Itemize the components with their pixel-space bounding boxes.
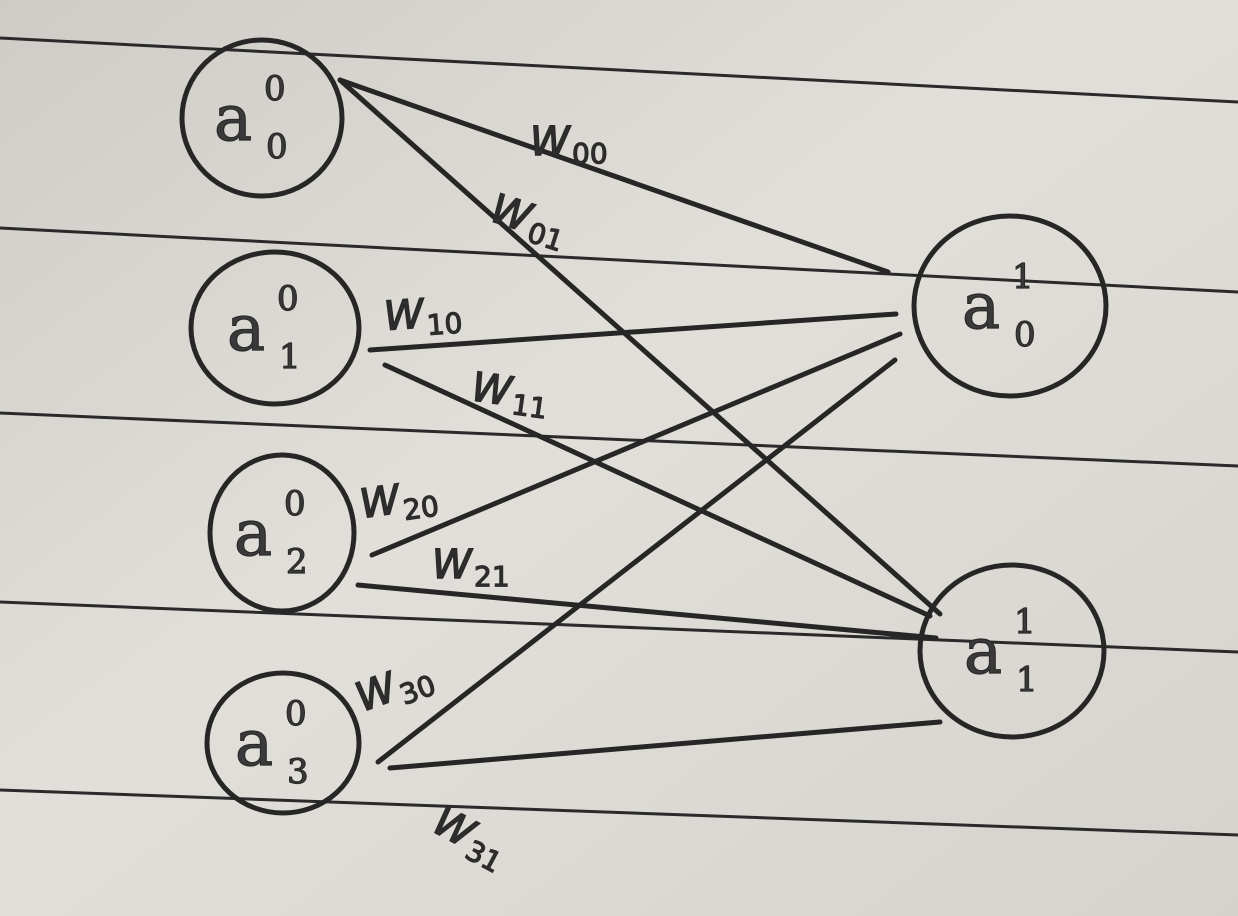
weight-index: 00	[572, 137, 608, 170]
neuron-circle	[179, 37, 345, 199]
ruled-line	[0, 226, 1238, 294]
neuron-layer-index: 1	[1014, 602, 1036, 642]
neuron-unit-index: 0	[1014, 315, 1036, 355]
neuron-unit-index: 1	[1016, 660, 1038, 700]
neuron-letter: a	[227, 292, 265, 366]
neuron-circle	[917, 562, 1107, 740]
weight-index: 20	[401, 489, 441, 527]
neuron-unit-index: 3	[287, 752, 309, 792]
neuron-circle	[911, 213, 1109, 399]
neuron-circle	[188, 249, 362, 407]
weight-letter: W	[357, 477, 404, 528]
ruled-line	[0, 600, 1238, 654]
neuron-layer-index: 0	[285, 694, 307, 734]
ruled-lines	[0, 36, 1238, 837]
edge-w21	[355, 582, 939, 641]
weight-label-w20: W20	[356, 476, 441, 529]
weight-label-w11: W11	[468, 364, 550, 427]
neuron-layer-index: 0	[284, 484, 306, 524]
edge-w30	[375, 357, 898, 765]
edge-w11	[382, 362, 933, 619]
neuron-circle	[204, 670, 362, 816]
weight-letter: W	[382, 291, 426, 340]
neuron-unit-index: 0	[266, 127, 288, 167]
weight-letter: W	[530, 119, 571, 165]
ruled-line	[0, 411, 1238, 468]
connections	[337, 77, 943, 771]
weight-letter: W	[469, 364, 516, 415]
edge-w20	[369, 331, 903, 558]
neuron-circle	[207, 452, 357, 614]
neuron-layer-index: 0	[264, 69, 286, 109]
weight-index: 11	[510, 388, 550, 426]
weight-index: 10	[426, 307, 464, 342]
ruled-line	[0, 36, 1238, 104]
edge-w10	[367, 311, 899, 353]
edge-w00	[337, 77, 891, 275]
neuron-letter: a	[235, 707, 273, 781]
neuron-unit-index: 2	[286, 542, 308, 582]
neuron-letter: a	[214, 82, 252, 156]
weight-index: 21	[474, 560, 510, 593]
weight-letter: W	[432, 542, 473, 588]
neuron-letter: a	[234, 497, 272, 571]
ruled-line	[0, 788, 1238, 837]
edge-w31	[387, 719, 943, 771]
neuron-letter: a	[962, 270, 1000, 344]
neuron-unit-index: 1	[279, 337, 301, 377]
neuron-letter: a	[964, 615, 1002, 689]
neuron-layer-index: 1	[1012, 257, 1034, 297]
neuron-layer-index: 0	[277, 279, 299, 319]
edge-w01	[337, 77, 943, 617]
